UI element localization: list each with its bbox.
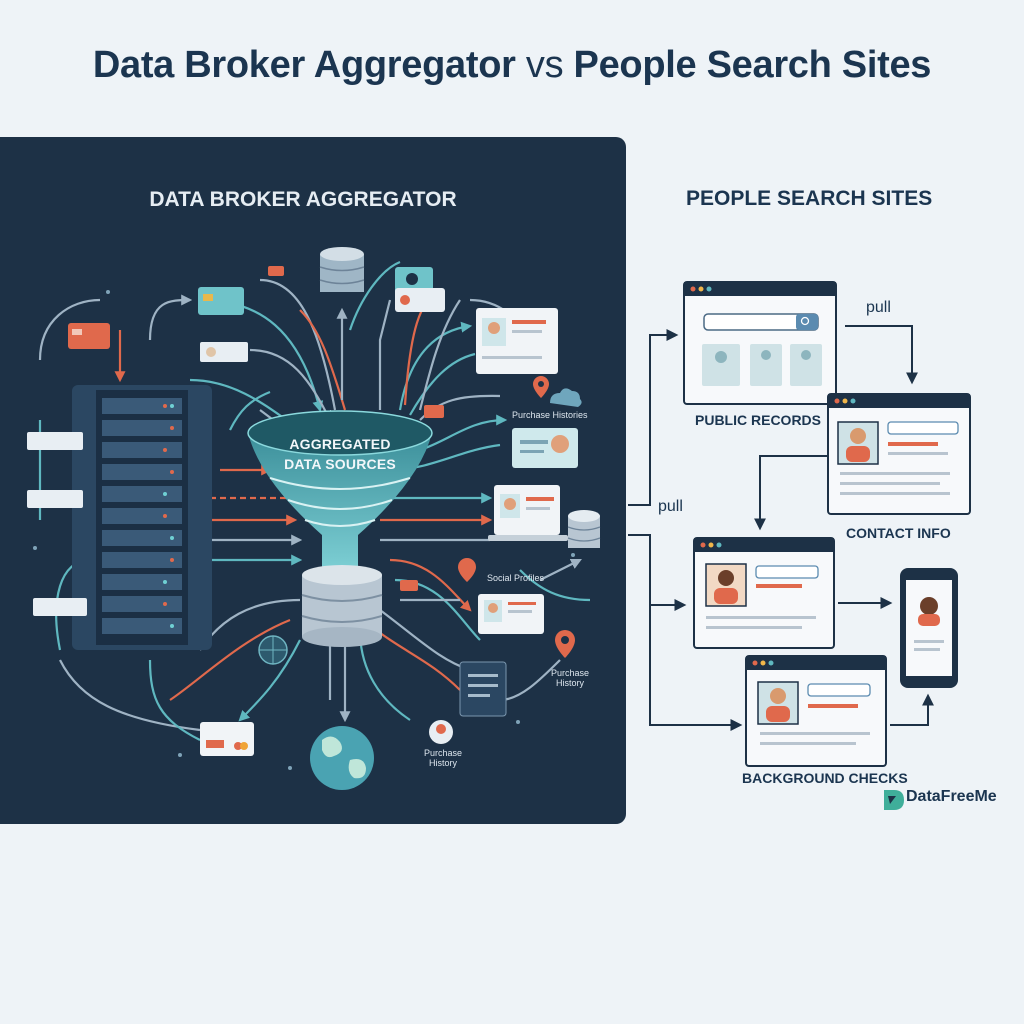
id-card-small bbox=[200, 342, 248, 362]
right-flow-arrows bbox=[628, 325, 934, 731]
title-part-2: People Search Sites bbox=[573, 44, 932, 86]
background-check-browser bbox=[745, 655, 887, 767]
profile-card-icon bbox=[512, 428, 578, 468]
target-icon bbox=[258, 635, 288, 665]
social-profiles-label: Social Profiles bbox=[487, 573, 545, 583]
funnel-label-line-2: DATA SOURCES bbox=[284, 456, 396, 472]
avatar-icon bbox=[429, 720, 453, 744]
cloud-icon bbox=[550, 388, 582, 407]
tag-icon bbox=[268, 266, 284, 276]
profile-card-icon bbox=[395, 267, 445, 312]
contact-info-label: CONTACT INFO bbox=[846, 525, 951, 541]
purchase-history-label: Purchase History bbox=[550, 668, 590, 688]
globe-icon bbox=[310, 726, 374, 790]
tag-icon bbox=[400, 580, 418, 591]
background-checks-label: BACKGROUND CHECKS bbox=[742, 770, 908, 786]
location-pin-icon bbox=[533, 376, 549, 398]
profile-card-icon bbox=[478, 594, 544, 634]
small-database-icon bbox=[567, 510, 601, 548]
profile-browser bbox=[693, 537, 835, 649]
contact-info-browser bbox=[827, 393, 971, 515]
server-units bbox=[102, 398, 182, 634]
credit-card-icon bbox=[200, 722, 254, 756]
purchase-history-label: Purchase History bbox=[423, 748, 463, 768]
funnel-label-line-1: AGGREGATED bbox=[289, 436, 391, 452]
page-title: Data Broker Aggregator vs People Search … bbox=[0, 44, 1024, 87]
sparkle-dots bbox=[33, 290, 575, 770]
profile-card-icon bbox=[476, 308, 558, 374]
document-icon bbox=[459, 661, 507, 717]
server-rack-icon bbox=[72, 385, 212, 650]
brand-logo: DataFreeMe bbox=[906, 788, 997, 806]
funnel-icon bbox=[247, 410, 433, 575]
pull-label: pull bbox=[866, 299, 891, 316]
laptop-profile-icon bbox=[488, 485, 568, 541]
credit-card-icon bbox=[68, 323, 110, 349]
datafreeme-logo-icon bbox=[884, 790, 904, 810]
tag-icon bbox=[424, 405, 444, 418]
location-pin-icon bbox=[458, 558, 476, 582]
pull-label: pull bbox=[658, 498, 683, 515]
top-database-icon bbox=[319, 247, 365, 292]
title-vs: vs bbox=[525, 44, 564, 86]
aggregator-heading: DATA BROKER AGGREGATOR bbox=[149, 188, 457, 211]
brand-name: DataFreeMe bbox=[906, 788, 997, 805]
purchase-histories-label: Purchase Histories bbox=[512, 410, 588, 420]
id-card-small bbox=[27, 432, 87, 616]
central-database-icon bbox=[301, 565, 383, 647]
mobile-phone-icon bbox=[900, 568, 958, 688]
location-pin-icon bbox=[555, 630, 575, 658]
public-records-label: PUBLIC RECORDS bbox=[695, 412, 822, 428]
people-search-heading: PEOPLE SEARCH SITES bbox=[686, 187, 933, 210]
title-part-1: Data Broker Aggregator bbox=[92, 44, 516, 86]
public-records-browser bbox=[683, 281, 837, 405]
credit-card-icon bbox=[198, 287, 244, 315]
